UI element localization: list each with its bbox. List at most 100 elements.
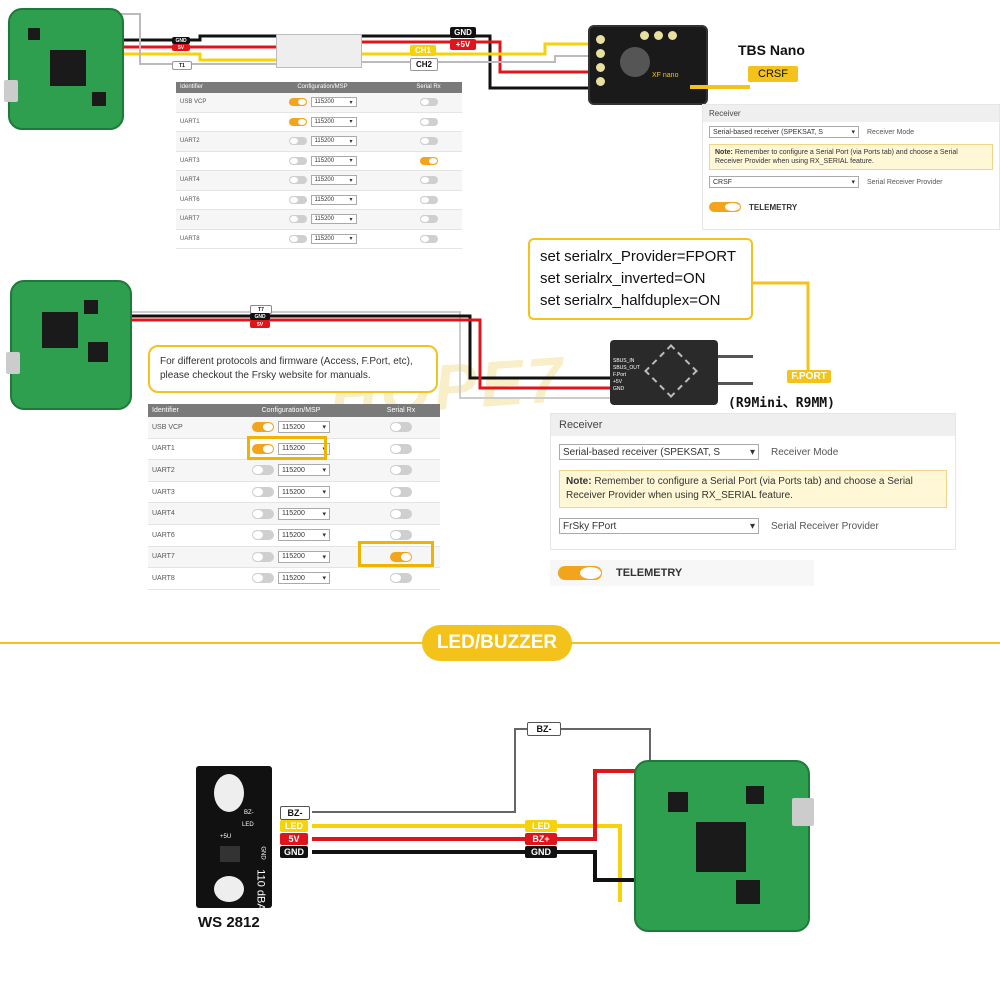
provider-label: Serial Receiver Provider: [771, 520, 879, 532]
rx-wire-label-5v: +5V: [450, 39, 476, 50]
serial-rx-toggle[interactable]: [419, 137, 438, 146]
receiver-mode-select[interactable]: Serial-based receiver (SPEKSAT, S▾: [709, 126, 859, 138]
fc-wire-label-gnd: GND: [172, 37, 190, 44]
crsf-badge: CRSF: [748, 66, 798, 82]
baud-select[interactable]: 115200▾: [278, 529, 330, 542]
serial-rx-toggle[interactable]: [390, 508, 412, 519]
baud-select[interactable]: 115200▾: [310, 233, 357, 244]
ws2812-label: WS 2812: [198, 914, 260, 931]
cli-command-box: set serialrx_Provider=FPORT set serialrx…: [528, 238, 753, 320]
highlight-uart1-msp: [247, 436, 327, 460]
msp-toggle[interactable]: [288, 98, 307, 107]
port-identifier: USB VCP: [152, 423, 183, 431]
serial-rx-toggle[interactable]: [390, 443, 412, 454]
fc-wire-label-gnd: GND: [525, 846, 557, 858]
msp-toggle[interactable]: [288, 176, 307, 185]
baud-select[interactable]: 115200▾: [310, 136, 357, 147]
msp-toggle[interactable]: [252, 530, 274, 541]
msp-toggle[interactable]: [288, 137, 307, 146]
msp-toggle[interactable]: [288, 234, 307, 243]
baud-select[interactable]: 115200▾: [310, 116, 357, 127]
provider-select[interactable]: FrSky FPort▾: [559, 518, 759, 534]
msp-toggle[interactable]: [288, 195, 307, 204]
mid-wire-label-5v: 5V: [250, 321, 270, 328]
baud-select[interactable]: 115200▾: [278, 507, 330, 520]
msp-toggle[interactable]: [252, 551, 274, 562]
ports-table-middle: Identifier Configuration/MSP Serial Rx U…: [148, 404, 440, 590]
msp-toggle[interactable]: [252, 573, 274, 584]
baud-select[interactable]: 115200▾: [310, 155, 357, 166]
baud-select[interactable]: 115200▾: [310, 97, 357, 108]
serial-rx-toggle[interactable]: [419, 234, 438, 243]
baud-select[interactable]: 115200▾: [278, 572, 330, 585]
serial-rx-toggle[interactable]: [390, 487, 412, 498]
baud-select[interactable]: 115200▾: [310, 214, 357, 225]
serial-rx-toggle[interactable]: [419, 215, 438, 224]
telemetry-toggle[interactable]: [709, 202, 741, 212]
col-config: Configuration/MSP: [297, 84, 348, 90]
receiver-panel-title: Receiver: [551, 414, 955, 436]
bottom-wires: [312, 728, 660, 902]
receiver-note: Note: Remember to configure a Serial Por…: [709, 144, 993, 170]
telemetry-label: TELEMETRY: [616, 567, 683, 579]
port-identifier: UART8: [180, 235, 200, 242]
msp-toggle[interactable]: [252, 465, 274, 476]
msp-toggle[interactable]: [288, 117, 307, 126]
telemetry-row-middle: TELEMETRY: [550, 560, 814, 586]
serial-rx-toggle[interactable]: [390, 530, 412, 541]
fc-wire-label-5v: 5V: [172, 44, 190, 51]
msp-toggle[interactable]: [288, 156, 307, 165]
baud-select[interactable]: 115200▾: [278, 550, 330, 563]
serial-rx-toggle[interactable]: [419, 117, 438, 126]
receiver-panel-top: Receiver Serial-based receiver (SPEKSAT,…: [702, 104, 1000, 230]
baud-select[interactable]: 115200▾: [278, 464, 330, 477]
serial-rx-toggle[interactable]: [390, 573, 412, 584]
flight-controller-top: [4, 8, 124, 130]
col-config: Configuration/MSP: [261, 407, 321, 414]
serial-rx-toggle[interactable]: [390, 422, 412, 433]
baud-select[interactable]: 115200▾: [310, 175, 357, 186]
serial-rx-toggle[interactable]: [390, 465, 412, 476]
receiver-panel-title: Receiver: [703, 105, 999, 122]
fport-badge: F.PORT: [787, 370, 831, 383]
serial-rx-toggle[interactable]: [419, 195, 438, 204]
col-serial-rx: Serial Rx: [386, 407, 416, 414]
jst-connector: [276, 34, 362, 68]
r9-antenna-2: [718, 382, 753, 385]
rx-wire-label-gnd: GND: [450, 27, 476, 38]
baud-select[interactable]: 115200▾: [310, 194, 357, 205]
port-identifier: USB VCP: [180, 99, 207, 106]
baud-select[interactable]: 115200▾: [278, 486, 330, 499]
fc-wire-label-t1: T1: [172, 61, 192, 70]
module-pad-led: LED: [242, 822, 254, 828]
r9-name: (R9Mini、R9MM): [728, 396, 835, 411]
msp-toggle[interactable]: [252, 443, 274, 454]
receiver-panel-middle: Receiver Serial-based receiver (SPEKSAT,…: [550, 413, 956, 550]
receiver-mode-select[interactable]: Serial-based receiver (SPEKSAT, S▾: [559, 444, 759, 460]
serial-rx-toggle[interactable]: [419, 98, 438, 107]
msp-toggle[interactable]: [288, 215, 307, 224]
provider-select[interactable]: CRSF▾: [709, 176, 859, 188]
telemetry-toggle[interactable]: [558, 566, 602, 580]
rx-wire-label-ch1: CH1: [410, 45, 436, 56]
port-identifier: UART8: [152, 574, 175, 582]
msp-toggle[interactable]: [252, 487, 274, 498]
serial-rx-toggle[interactable]: [419, 156, 438, 165]
fc-wire-label-bz: BZ-: [527, 722, 561, 736]
section-title-led-buzzer: LED/BUZZER: [422, 625, 572, 661]
baud-select[interactable]: 115200▾: [278, 421, 330, 434]
serial-rx-toggle[interactable]: [390, 551, 412, 562]
msp-toggle[interactable]: [252, 508, 274, 519]
col-serial-rx: Serial Rx: [416, 84, 441, 90]
msp-toggle[interactable]: [252, 422, 274, 433]
middle-wires: [128, 281, 810, 399]
table-row: UART8 115200▾: [176, 230, 462, 249]
serial-rx-toggle[interactable]: [419, 176, 438, 185]
fc-wire-label-led: LED: [525, 820, 557, 832]
cli-line-3: set serialrx_halfduplex=ON: [540, 292, 721, 309]
mid-wire-label-gnd: GND: [250, 313, 270, 320]
